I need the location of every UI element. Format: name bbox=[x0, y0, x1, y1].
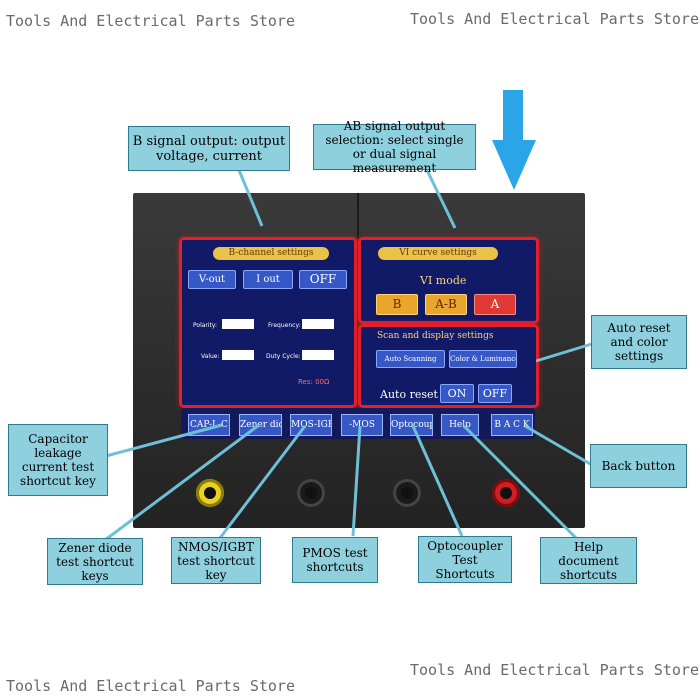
help-button[interactable]: Help bbox=[441, 414, 479, 436]
callout-help: Help document shortcuts bbox=[540, 537, 637, 584]
frequency-field[interactable] bbox=[302, 319, 334, 329]
yellow-terminal[interactable] bbox=[196, 479, 224, 507]
value-field[interactable] bbox=[222, 350, 254, 360]
b-off-button[interactable]: OFF bbox=[299, 270, 347, 289]
device-seam bbox=[357, 193, 359, 238]
callout-optocoupler: Optocoupler Test Shortcuts bbox=[418, 536, 512, 583]
b-channel-header: B-channel settings bbox=[213, 247, 329, 260]
scan-display-header: Scan and display settings bbox=[377, 331, 494, 341]
vi-curve-header: VI curve settings bbox=[378, 247, 498, 260]
watermark-top-left: Tools And Electrical Parts Store bbox=[6, 12, 295, 30]
i-out-button[interactable]: I out bbox=[243, 270, 293, 289]
color-luminance-button[interactable]: Color & Luminance bbox=[449, 350, 517, 368]
mode-b-button[interactable]: B bbox=[376, 294, 418, 315]
duty-cycle-label: Duty Cycle: bbox=[266, 353, 301, 360]
polarity-field[interactable] bbox=[222, 319, 254, 329]
red-terminal[interactable] bbox=[492, 479, 520, 507]
auto-reset-off-button[interactable]: OFF bbox=[478, 384, 512, 403]
callout-pmos: PMOS test shortcuts bbox=[292, 537, 378, 583]
polarity-label: Polarity: bbox=[193, 322, 218, 329]
auto-reset-label: Auto reset bbox=[380, 388, 438, 401]
mos-igbt-button[interactable]: MOS-IGBT bbox=[290, 414, 332, 436]
callout-zener: Zener diode test shortcut keys bbox=[47, 538, 143, 585]
mode-a-button[interactable]: A bbox=[474, 294, 516, 315]
black-terminal-right[interactable] bbox=[393, 479, 421, 507]
down-arrow-icon bbox=[492, 90, 536, 190]
watermark-top-right: Tools And Electrical Parts Store bbox=[410, 10, 699, 28]
back-button[interactable]: B A C K bbox=[491, 414, 533, 436]
duty-cycle-field[interactable] bbox=[302, 350, 334, 360]
frequency-label: Frequency: bbox=[268, 322, 301, 329]
pmos-button[interactable]: -MOS bbox=[341, 414, 383, 436]
auto-reset-on-button[interactable]: ON bbox=[440, 384, 474, 403]
watermark-bottom-right: Tools And Electrical Parts Store bbox=[410, 661, 699, 679]
mode-ab-button[interactable]: A-B bbox=[425, 294, 467, 315]
callout-capacitor: Capacitor leakage current test shortcut … bbox=[8, 424, 108, 496]
res-readout: Res: 00Ω bbox=[298, 378, 330, 386]
vi-mode-label: VI mode bbox=[420, 274, 467, 287]
black-terminal-left[interactable] bbox=[297, 479, 325, 507]
optocoupler-button[interactable]: Optocoupler bbox=[390, 414, 433, 436]
callout-nmos: NMOS/IGBT test shortcut key bbox=[171, 537, 261, 584]
callout-b-signal: B signal output: output voltage, current bbox=[128, 126, 290, 171]
cap-lc-button[interactable]: CAP-L-C bbox=[188, 414, 230, 436]
v-out-button[interactable]: V-out bbox=[188, 270, 236, 289]
callout-auto-reset: Auto reset and color settings bbox=[591, 315, 687, 369]
value-label: Value: bbox=[201, 353, 220, 360]
watermark-bottom-left: Tools And Electrical Parts Store bbox=[6, 677, 295, 695]
callout-ab-signal: AB signal output selection: select singl… bbox=[313, 119, 476, 175]
callout-back: Back button bbox=[590, 444, 687, 488]
zener-diode-button[interactable]: Zener diode bbox=[239, 414, 282, 436]
auto-scanning-button[interactable]: Auto Scanning bbox=[376, 350, 445, 368]
